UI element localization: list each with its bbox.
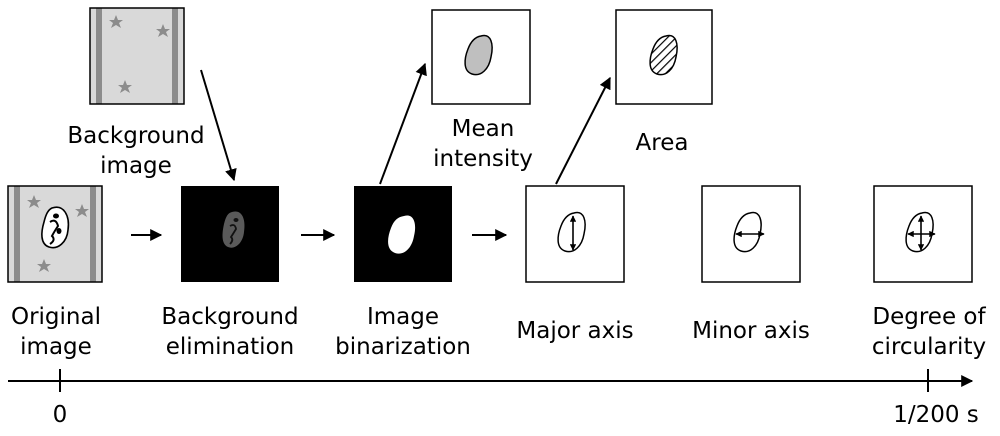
star-icon	[75, 204, 89, 217]
label-image-binarization: Image binarization	[335, 304, 471, 360]
minor-axis-panel	[701, 185, 801, 283]
label-major-axis: Major axis	[516, 318, 634, 344]
label-background-elimination: Background elimination	[161, 304, 299, 360]
label-mean-intensity: Mean intensity	[433, 116, 533, 172]
image-binarization-panel	[354, 186, 452, 282]
area-panel	[615, 9, 713, 105]
label-degree-of-circularity: Degree of circularity	[871, 304, 987, 360]
arrow-major-to-area	[555, 76, 611, 185]
arrow-binarization-to-mean	[379, 62, 427, 185]
timeline-start-label: 0	[52, 402, 68, 428]
mean-intensity-panel	[431, 9, 531, 105]
star-icon	[37, 259, 51, 272]
original-image-panel	[7, 185, 103, 283]
star-icon	[118, 80, 132, 93]
timeline-end-label: 1/200 s	[893, 402, 979, 428]
circularity-panel	[873, 185, 973, 283]
label-minor-axis: Minor axis	[692, 318, 810, 344]
background-elimination-panel	[181, 186, 279, 282]
star-icon	[27, 195, 41, 208]
particle	[41, 206, 70, 249]
star-icon	[156, 24, 170, 37]
label-original-image: Original image	[10, 304, 101, 360]
star-icon	[109, 15, 123, 28]
background-image-panel	[89, 7, 185, 105]
major-axis-panel	[525, 185, 625, 283]
label-background-image: Background image	[67, 123, 205, 179]
arrow-background-to-elimination	[200, 69, 237, 182]
label-area: Area	[635, 130, 689, 156]
